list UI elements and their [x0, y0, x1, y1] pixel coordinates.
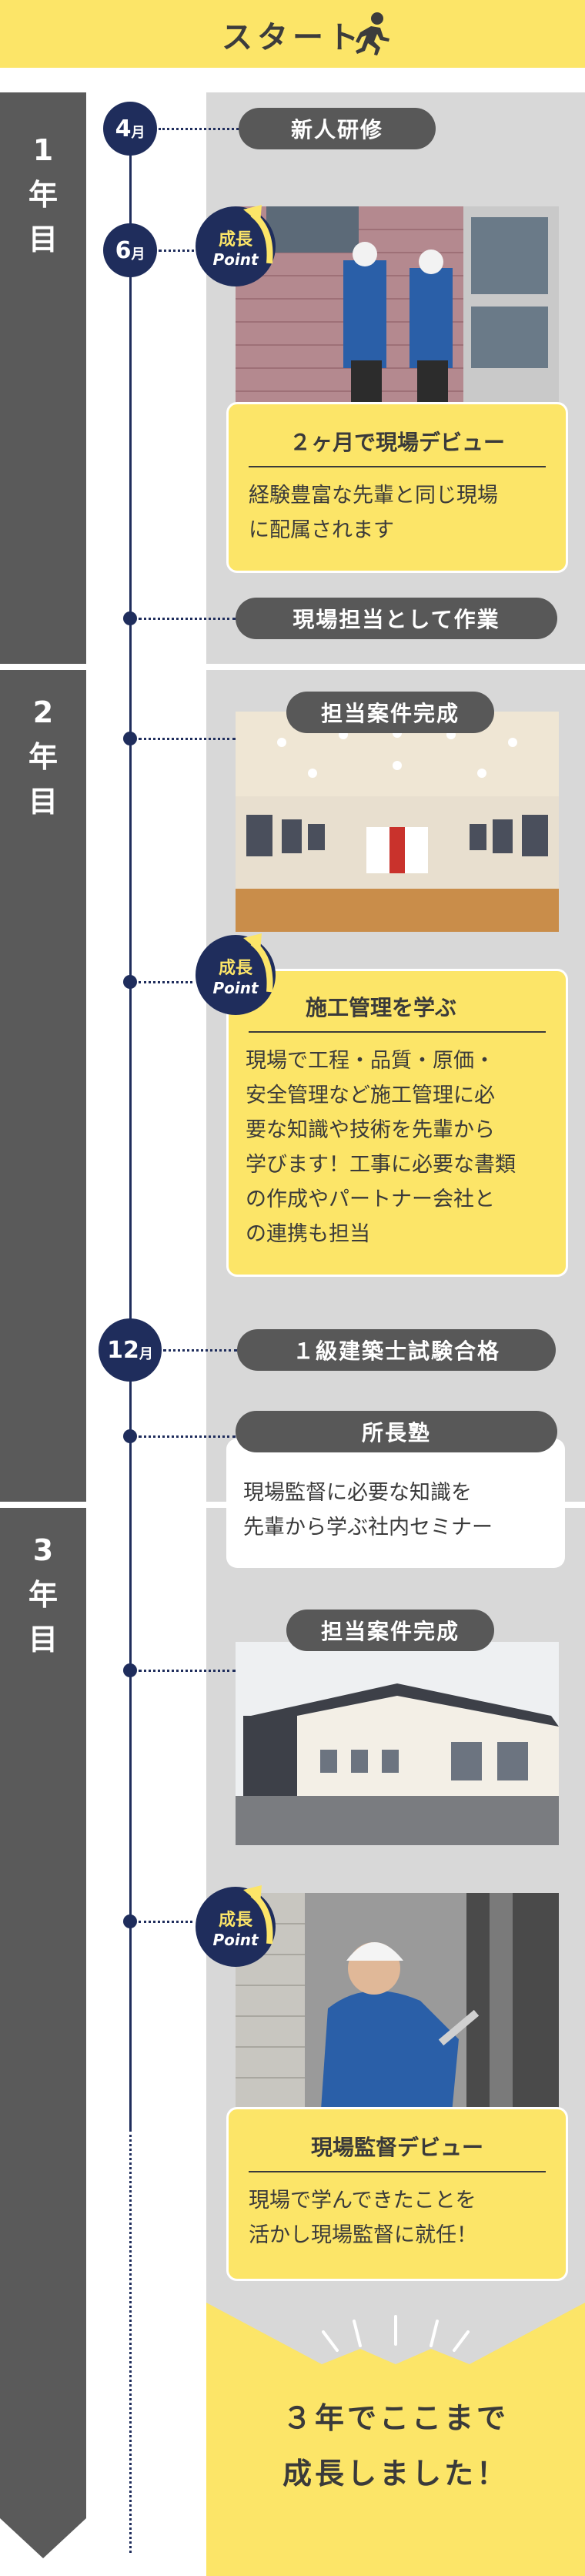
- event-onsite-work: 現場担当として作業: [236, 598, 557, 639]
- timeline-dot: [123, 1429, 137, 1443]
- year-arrow: [0, 2518, 86, 2558]
- timeline-line: [129, 108, 132, 2129]
- connector: [139, 1435, 236, 1438]
- connector: [163, 1349, 237, 1352]
- event-exam-pass: １級建築士試験合格: [237, 1329, 556, 1371]
- event-project-complete: 担当案件完成: [286, 1610, 494, 1651]
- finish-banner: [206, 2303, 585, 2576]
- event-director-school: 所長塾: [236, 1411, 557, 1452]
- timeline-dot: [123, 975, 137, 989]
- year-3-bar: [0, 1508, 86, 2518]
- photo-building: [236, 1642, 559, 1845]
- connector: [139, 981, 192, 983]
- year-2-bar: [0, 670, 86, 1502]
- event-project-complete: 担当案件完成: [286, 692, 494, 733]
- year-divider: [0, 664, 585, 670]
- card-supervisor-debut: 現場監督デビュー 現場で学んできたことを活かし現場監督に就任！: [226, 2107, 568, 2281]
- photo-gymnasium: [236, 712, 559, 932]
- svg-text:Point: Point: [212, 979, 259, 997]
- svg-text:成長: 成長: [219, 230, 253, 250]
- timeline-dot: [123, 1914, 137, 1928]
- growth-point-badge: 成長 Point: [196, 933, 276, 1015]
- connector: [159, 128, 239, 130]
- svg-text:成長: 成長: [219, 959, 253, 978]
- runner-icon: [356, 12, 389, 55]
- svg-text:成長: 成長: [219, 1911, 253, 1930]
- card-site-debut: ２ヶ月で現場デビュー 経験豊富な先輩と同じ現場に配属されます: [226, 402, 568, 573]
- card-seminar: 現場監督に必要な知識を先輩から学ぶ社内セミナー: [226, 1439, 565, 1568]
- svg-text:Point: Point: [212, 1931, 259, 1949]
- connector: [139, 618, 236, 620]
- event-training: 新人研修: [239, 108, 436, 149]
- year-1-bar: [0, 92, 86, 664]
- timeline-dotted-line: [129, 2129, 132, 2553]
- finish-message: ３年でここまで 成長しました！: [282, 2401, 509, 2491]
- start-label: スタート: [222, 20, 363, 55]
- connector: [139, 1670, 236, 1672]
- photo-site-workers: [236, 206, 559, 408]
- growth-point-badge: 成長 Point: [196, 1885, 276, 1967]
- timeline-dot: [123, 732, 137, 745]
- connector: [159, 250, 205, 252]
- photo-site-supervisor: [236, 1893, 559, 2121]
- connector: [139, 738, 236, 740]
- timeline-dot: [123, 611, 137, 625]
- growth-point-badge: 成長 Point: [196, 205, 276, 286]
- svg-text:Point: Point: [212, 250, 259, 269]
- timeline-dot: [123, 1663, 137, 1677]
- card-construction-management: 施工管理を学ぶ 現場で工程・品質・原価・安全管理など施工管理に必 要な知識や技術…: [226, 969, 568, 1277]
- start-banner: [0, 0, 585, 68]
- connector: [139, 1921, 192, 1923]
